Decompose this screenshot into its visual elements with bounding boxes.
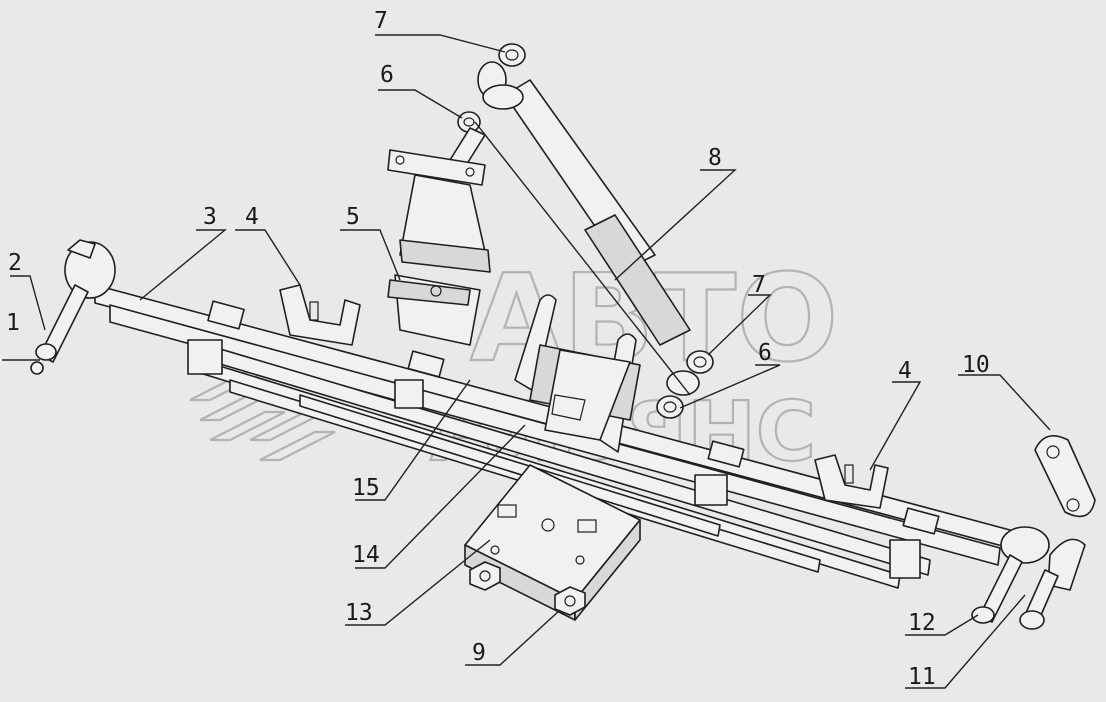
lower-spring-seat bbox=[464, 464, 641, 621]
callout-label: 15 bbox=[352, 475, 380, 501]
callout-labels: 7 6 8 7 6 4 10 1 2 3 4 5 15 14 13 9 12 1… bbox=[6, 8, 990, 690]
callout-label: 11 bbox=[908, 664, 936, 690]
callout-label: 9 bbox=[472, 640, 486, 666]
nuts bbox=[469, 561, 586, 616]
shock-absorber bbox=[477, 61, 700, 396]
callout-label: 3 bbox=[203, 204, 217, 230]
callout-label: 14 bbox=[352, 542, 380, 568]
callout-label: 10 bbox=[962, 352, 990, 378]
callout-label: 12 bbox=[908, 610, 936, 636]
callout-label: 7 bbox=[374, 8, 388, 34]
callout-label: 6 bbox=[758, 340, 772, 366]
upper-bracket bbox=[387, 127, 491, 346]
leader-lines bbox=[2, 34, 1051, 689]
u-bolts bbox=[514, 294, 641, 453]
callout-label: 8 bbox=[708, 145, 722, 171]
callout-label: 4 bbox=[245, 204, 259, 230]
callout-label: 2 bbox=[8, 250, 22, 276]
callout-label: 5 bbox=[346, 204, 360, 230]
callout-label: 6 bbox=[380, 62, 394, 88]
washer-parts bbox=[457, 43, 714, 419]
spring-saddles bbox=[279, 284, 889, 509]
callout-label: 7 bbox=[752, 272, 766, 298]
right-shackle bbox=[971, 434, 1096, 630]
callout-label: 1 bbox=[6, 310, 20, 336]
left-spring-eye bbox=[30, 239, 116, 375]
callout-label: 13 bbox=[345, 600, 373, 626]
callout-label: 4 bbox=[898, 358, 912, 384]
